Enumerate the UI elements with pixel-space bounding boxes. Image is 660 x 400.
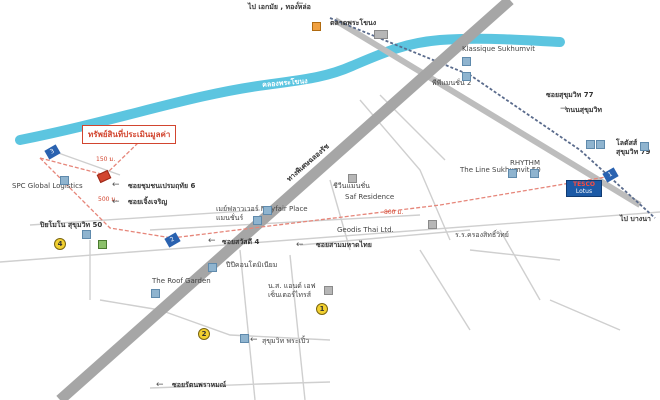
label-soi-sawasdee: ซอยสวัสดี 4 bbox=[222, 238, 260, 246]
pin-1: 1 bbox=[316, 303, 328, 315]
tesco-lotus-logo: TESCO Lotus bbox=[566, 180, 602, 197]
building-icon bbox=[462, 72, 471, 81]
label-klassique: Klassique Sukhumvit bbox=[462, 45, 535, 53]
building-icon bbox=[596, 140, 605, 149]
label-chiwin: ชีวีนแมนชั่น bbox=[333, 182, 370, 190]
building-icon bbox=[263, 206, 272, 215]
label-rr: ร.ร.ครองสิทธิ์วิทย์ bbox=[455, 231, 509, 239]
label-lotus-2: สุขุมวิท 79 bbox=[616, 148, 651, 156]
label-sukhumvit50: ปิยโมโน สุขุมวิท 50 bbox=[40, 221, 103, 229]
callout-appraised-property: ทรัพย์สินที่ประเมินมูลค่า bbox=[82, 125, 177, 144]
label-pp-condo: ปีปีคอนโดมิเนียม bbox=[226, 261, 278, 269]
market-building-icon bbox=[374, 30, 388, 39]
building-icon bbox=[640, 142, 649, 151]
label-mayfair: เมย์ฟลาวเวอร์ Mayfair Place bbox=[216, 205, 308, 213]
building-icon bbox=[324, 286, 333, 295]
expressway bbox=[56, 0, 514, 400]
label-geodis: Geodis Thai Ltd. bbox=[337, 226, 394, 234]
label-sukhumvit-road: ถนนสุขุมวิท bbox=[566, 106, 603, 114]
label-dist-800: 800 ม. bbox=[384, 209, 404, 216]
pin-2: 2 bbox=[198, 328, 210, 340]
tesco-text: TESCO bbox=[572, 181, 596, 188]
label-soi77: ซอยสุขุมวิท 77 bbox=[546, 91, 594, 99]
label-to-ekkamai: ไป เอกมัย , ทองหล่อ bbox=[248, 3, 311, 11]
label-to-bangna: ไป บางนา bbox=[620, 215, 651, 223]
arrow-left-icon: ← bbox=[208, 236, 216, 246]
label-soi-wichit: ซอยเจิ้งเจริญ bbox=[128, 198, 168, 206]
building-icon bbox=[253, 216, 262, 225]
bts-rail bbox=[329, 17, 656, 219]
pin-4: 4 bbox=[54, 238, 66, 250]
building-icon bbox=[151, 289, 160, 298]
lotus-text: Lotus bbox=[575, 188, 593, 195]
label-the-line: The Line Sukhumvit 50 bbox=[460, 166, 541, 174]
label-sukhumvit-phra: สุขุมวิท พระเปิ้ว bbox=[262, 337, 310, 345]
building-icon bbox=[462, 57, 471, 66]
label-nl-1: น.ส. แอนด์ เอฟ bbox=[268, 282, 316, 290]
label-soi-samahan: ซอยสามมหาดไทย bbox=[316, 241, 372, 249]
label-dist-150: 150 ม. bbox=[96, 156, 116, 163]
arrow-left-icon: ← bbox=[112, 197, 120, 207]
label-soi-bottom: ซอยรัตนพราหมณ์ bbox=[172, 381, 227, 389]
arrow-left-icon: ← bbox=[250, 335, 258, 345]
label-nl-2: เซ็นเตอร์ไทรส์ bbox=[268, 291, 311, 299]
building-icon bbox=[508, 169, 517, 178]
label-saf: Saf Residence bbox=[345, 193, 395, 201]
building-icon bbox=[60, 176, 69, 185]
building-icon bbox=[240, 334, 249, 343]
label-phra-khanong-market: ตลาดพระโขนง bbox=[330, 19, 377, 27]
label-rhythm: RHYTHM bbox=[510, 159, 540, 167]
sukhumvit-road bbox=[333, 17, 642, 208]
park-icon bbox=[98, 240, 107, 249]
minor-roads bbox=[0, 94, 660, 400]
label-mansion: แมนชั่นร์ bbox=[216, 214, 244, 222]
arrow-left-icon: ← bbox=[156, 380, 164, 390]
market-sign-icon bbox=[312, 22, 321, 31]
label-spc: SPC Global Logistics bbox=[12, 182, 83, 190]
building-icon bbox=[586, 140, 595, 149]
building-icon bbox=[530, 169, 539, 178]
arrow-left-icon: ← bbox=[296, 0, 304, 9]
label-roof-garden: The Roof Garden bbox=[152, 277, 211, 285]
building-icon bbox=[82, 230, 91, 239]
building-icon bbox=[348, 174, 357, 183]
arrow-left-icon: ← bbox=[296, 240, 304, 250]
arrow-left-icon: ← bbox=[112, 180, 120, 190]
arrow-right-icon: → bbox=[560, 104, 568, 114]
building-icon bbox=[208, 263, 217, 272]
label-pp-mansion: พีพีแมนชั่น 2 bbox=[432, 79, 472, 87]
label-lotus-1: โลตัสส์ bbox=[616, 139, 638, 147]
label-soi-chumchon: ซอยชุมชนเปรมฤทัย 6 bbox=[128, 182, 196, 190]
building-icon bbox=[428, 220, 437, 229]
label-dist-500: 500 ม. bbox=[98, 196, 118, 203]
route-lines bbox=[39, 140, 613, 239]
